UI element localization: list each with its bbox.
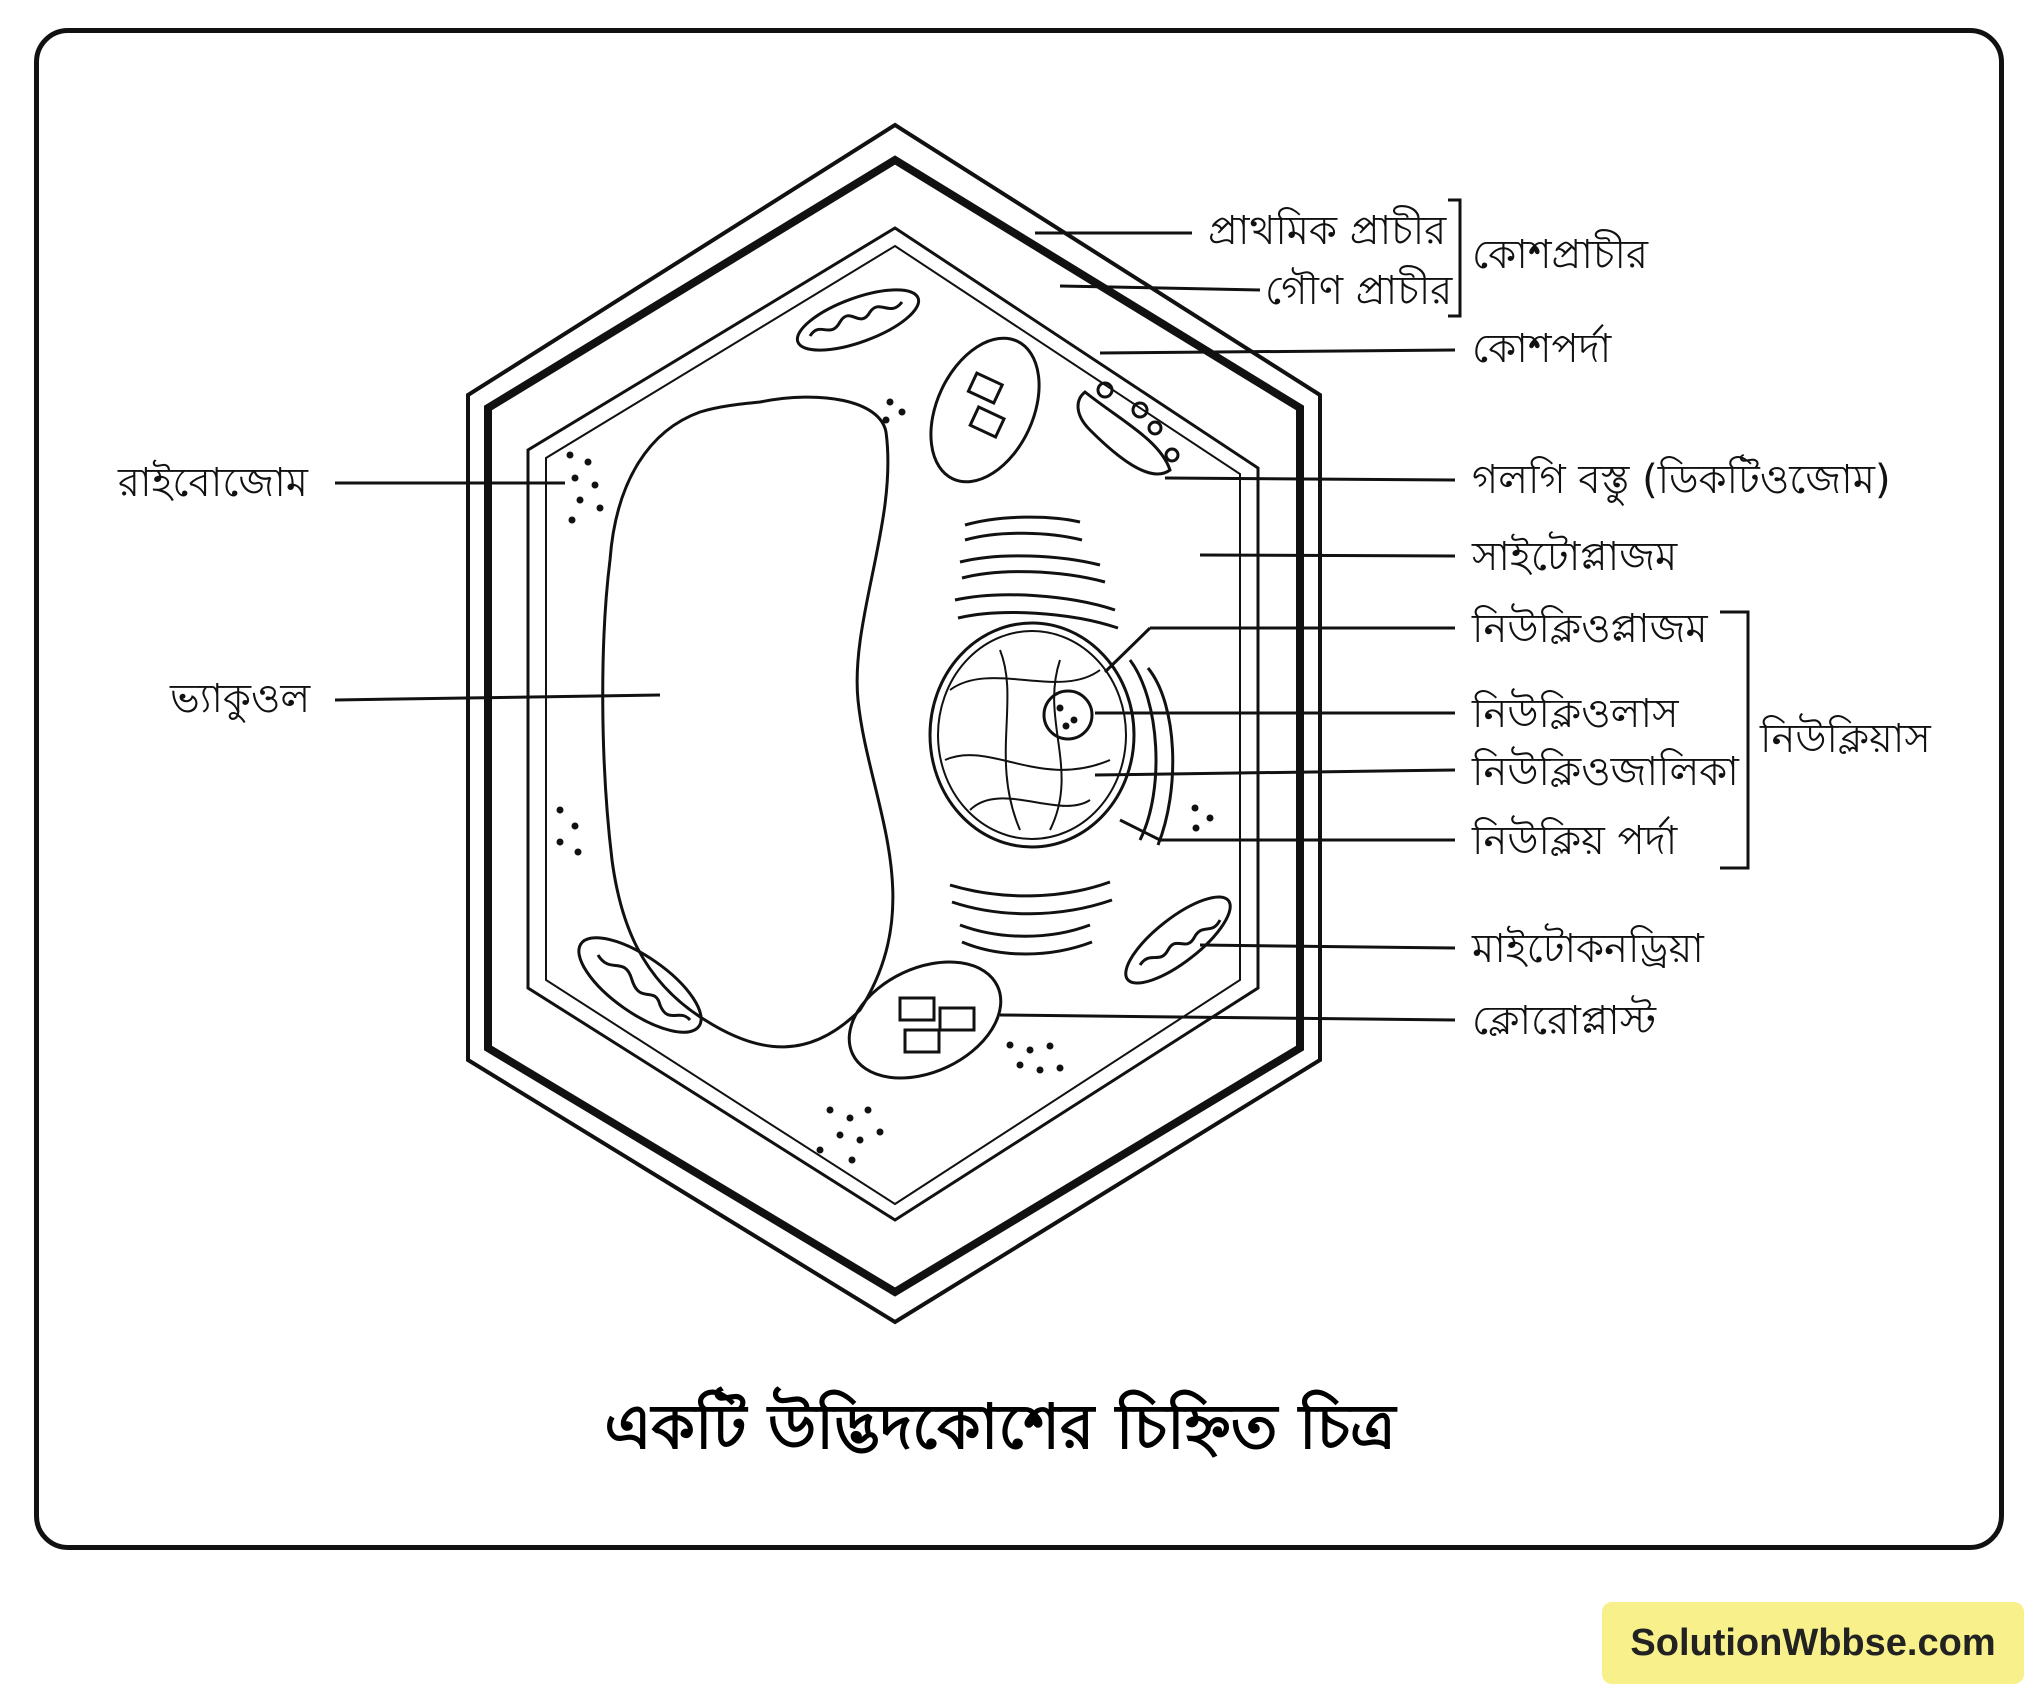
label-cell-membrane: কোশপর্দা	[1472, 324, 1613, 372]
label-nucleoplasm: নিউক্লিওপ্লাজম	[1471, 603, 1708, 652]
cell-membrane-inner	[545, 244, 1241, 1206]
label-nucleolus: নিউক্লিওলাস	[1471, 688, 1679, 737]
endoplasmic-reticulum	[949, 515, 1175, 956]
vacuole-shape	[601, 395, 895, 1049]
primary-wall-outline	[466, 122, 1322, 1325]
golgi-shape	[1076, 381, 1180, 476]
watermark-badge: SolutionWbbse.com	[1602, 1602, 2024, 1684]
label-cell-wall: কোশপ্রাচীর	[1472, 229, 1649, 278]
chloroplast-shapes	[847, 336, 1041, 1080]
label-vacuole: ভ্যাকুওল	[169, 676, 311, 723]
label-golgi: গলগি বস্তু (ডিকটিওজোম)	[1472, 454, 1891, 505]
diagram-caption: একটি উদ্ভিদকোশের চিহ্নিত চিত্র	[604, 1386, 1398, 1463]
nucleolus-shape	[1042, 689, 1094, 741]
label-chloroplast: ক্লোরোপ্লাস্ট	[1472, 995, 1657, 1044]
ribosome-dots	[556, 398, 1214, 1164]
leader-lines	[334, 198, 1750, 1022]
diagram-frame	[34, 28, 2004, 1550]
label-nuclear-membrane: নিউক্লিয় পর্দা	[1471, 815, 1679, 864]
label-secondary-wall: গৌণ প্রাচীর	[1265, 265, 1453, 314]
label-ribosome: রাইবোজোম	[117, 460, 309, 506]
label-cytoplasm: সাইটোপ্লাজম	[1471, 531, 1678, 580]
nucleus	[928, 621, 1136, 849]
label-mitochondria: মাইটোকনড্রিয়া	[1471, 923, 1705, 972]
cell-membrane-outer	[526, 226, 1260, 1222]
secondary-wall-outline	[484, 155, 1304, 1297]
label-nucleus: নিউক্লিয়াস	[1759, 713, 1931, 762]
mitochondria-shapes	[577, 288, 1232, 1034]
label-nuclear-reticulum: নিউক্লিওজালিকা	[1471, 746, 1740, 795]
label-primary-wall: প্রাথমিক প্রাচীর	[1208, 205, 1447, 254]
